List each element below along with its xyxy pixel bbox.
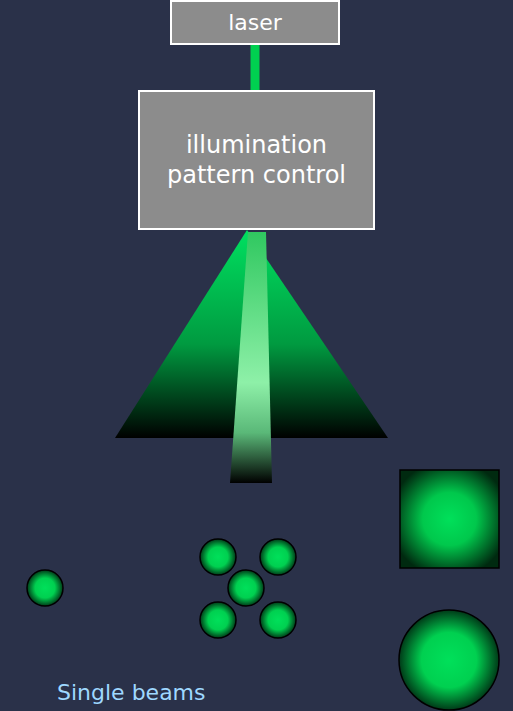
box-label: laser	[228, 9, 282, 37]
control-box: illumination pattern control	[138, 90, 375, 230]
single-beam	[230, 232, 272, 483]
caption-label: Single beams	[57, 680, 206, 705]
spot-cluster	[200, 539, 296, 638]
box-label: illumination pattern control	[152, 130, 361, 190]
single-spot	[27, 570, 63, 606]
large-spot	[399, 610, 499, 710]
laser-beam-connector	[251, 45, 260, 90]
square-pattern	[400, 470, 499, 568]
laser-box: laser	[170, 0, 340, 45]
